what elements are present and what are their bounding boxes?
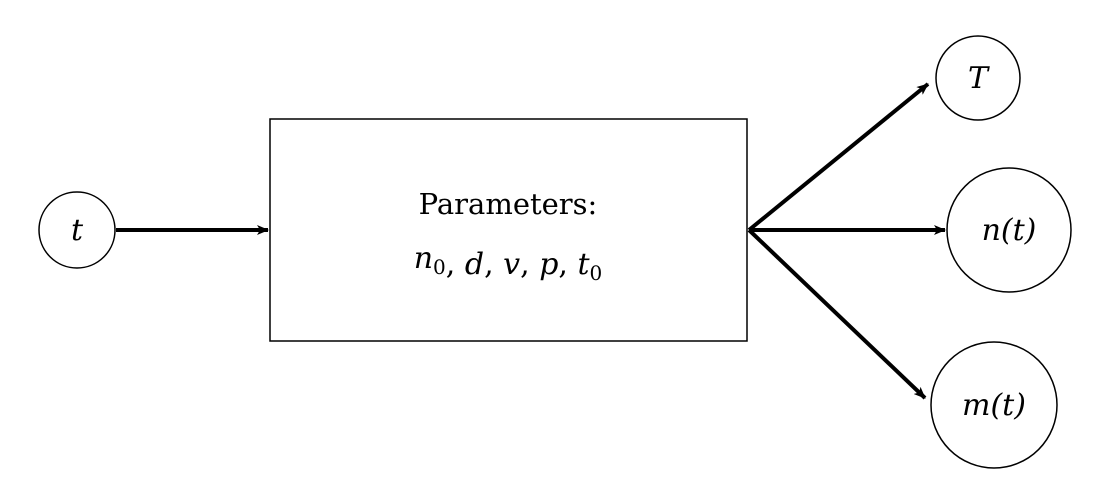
parameter-separator: , (446, 247, 465, 282)
input-node-label: t (71, 213, 84, 248)
parameter-separator: , (484, 247, 503, 282)
parameter-n0: n (414, 241, 433, 276)
output-node-n: n(t) (946, 167, 1072, 293)
output-node-m-label: m(t) (962, 388, 1026, 423)
output-node-m: m(t) (930, 341, 1058, 469)
parameter-p: p (539, 247, 558, 282)
parameter-subscript: 0 (433, 255, 446, 279)
output-node-T-label: T (968, 61, 990, 96)
output-node-T-circle (935, 35, 1021, 121)
output-node-m-circle (930, 341, 1058, 469)
parameter-subscript: 0 (590, 261, 603, 285)
arrow-box-to-m (747, 228, 927, 400)
output-node-T: T (935, 35, 1021, 121)
arrow-box-to-T (747, 82, 930, 232)
parameter-d: d (465, 247, 484, 282)
output-node-n-circle (946, 167, 1072, 293)
input-node: t (38, 191, 116, 269)
output-node-n-label: n(t) (982, 213, 1037, 248)
input-node-circle (38, 191, 116, 269)
parameter-separator: , (520, 247, 539, 282)
parameters-box-rect (269, 118, 748, 342)
parameters-box: Parameters: n0, d, v, p, t0 (269, 118, 748, 342)
parameter-v: v (503, 247, 520, 282)
parameter-t0: t (577, 247, 590, 282)
parameters-list: n0, d, v, p, t0 (414, 241, 603, 285)
parameter-separator: , (558, 247, 577, 282)
parameters-title: Parameters: (419, 187, 598, 221)
